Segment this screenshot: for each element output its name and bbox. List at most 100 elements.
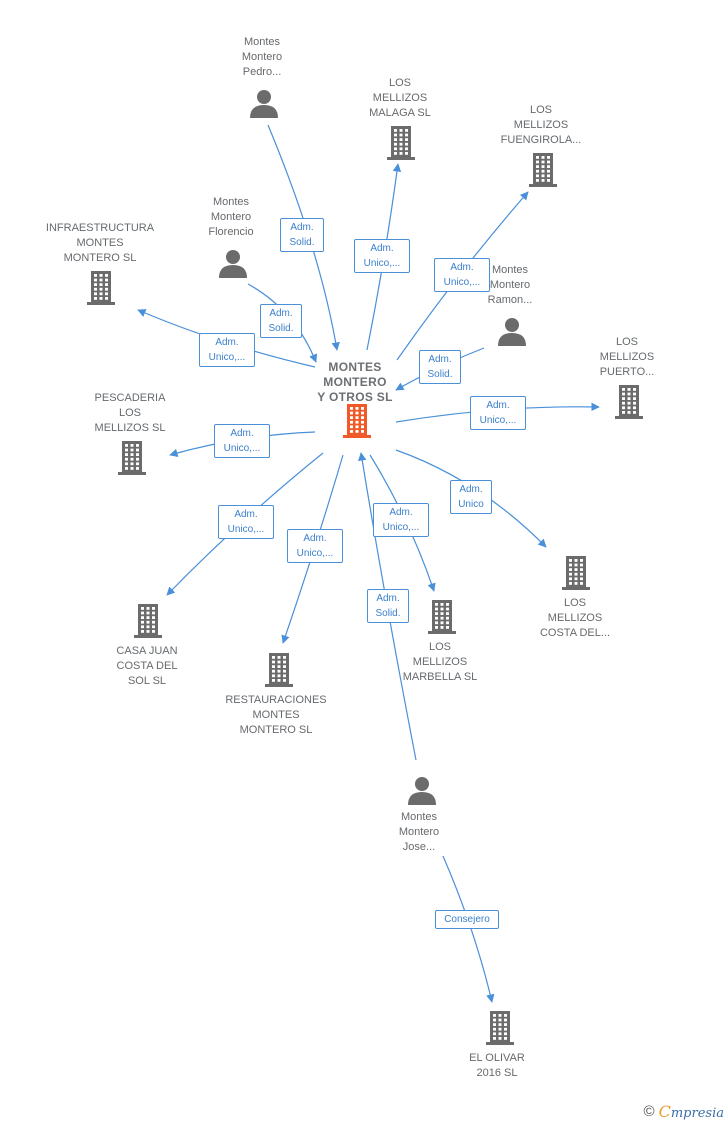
edge-label-line: Unico,... bbox=[227, 524, 265, 535]
copyright-symbol: © bbox=[643, 1103, 655, 1120]
company-label-restauraciones[interactable]: RESTAURACIONES MONTES MONTERO SL bbox=[211, 693, 341, 738]
edge-label-marbella[interactable]: Adm. Unico,... bbox=[373, 503, 429, 537]
edge-label-florencio[interactable]: Adm. Solid. bbox=[260, 304, 302, 338]
edge-label-line: Unico,... bbox=[382, 522, 420, 533]
label-line: RESTAURACIONES bbox=[225, 694, 327, 706]
center-building-icon[interactable] bbox=[343, 404, 371, 443]
edge-label-line: Adm. bbox=[234, 509, 258, 520]
label-line: Montes bbox=[400, 811, 438, 823]
edge-label-line: Solid. bbox=[268, 323, 294, 334]
label-line: Montero bbox=[210, 211, 252, 223]
edge-label-line: Solid. bbox=[289, 237, 315, 248]
edge-label-costadel[interactable]: Adm. Unico bbox=[450, 480, 492, 514]
edge-label-line: Unico,... bbox=[363, 258, 401, 269]
label-line: Jose... bbox=[402, 841, 436, 853]
edge-label-line: Adm. bbox=[486, 400, 510, 411]
label-line: Montes bbox=[243, 36, 281, 48]
label-line: LOS bbox=[563, 597, 586, 609]
edge-label-fuengirola[interactable]: Adm.Unico,... bbox=[434, 258, 490, 292]
label-line: Florencio bbox=[208, 226, 254, 238]
building-icon-puerto[interactable] bbox=[615, 385, 643, 424]
building-icon-malaga[interactable] bbox=[387, 126, 415, 165]
edge-label-ramon[interactable]: Adm.Solid. bbox=[419, 350, 461, 384]
edge-label-casajuan[interactable]: Adm. Unico,... bbox=[218, 505, 274, 539]
edge-label-line: Unico,... bbox=[208, 352, 246, 363]
building-icon-infraestructura[interactable] bbox=[87, 271, 115, 310]
building-icon-olivar[interactable] bbox=[486, 1011, 514, 1050]
edge-label-line: Solid. bbox=[375, 608, 401, 619]
edge-label-pescaderia[interactable]: Adm. Unico,... bbox=[214, 424, 270, 458]
label-line: LOS bbox=[118, 407, 141, 419]
label-line: LOS bbox=[428, 641, 451, 653]
label-line: COSTA DEL... bbox=[539, 627, 611, 639]
label-line: LOS bbox=[615, 336, 638, 348]
label-line: SOL SL bbox=[127, 675, 167, 687]
edge-label-line: Unico,... bbox=[223, 443, 261, 454]
edge-label-line: Adm. bbox=[459, 484, 483, 495]
edge-label-line: Adm. bbox=[389, 507, 413, 518]
edge-label-infra[interactable]: Adm. Unico,... bbox=[199, 333, 255, 367]
label-line: Montero bbox=[489, 279, 531, 291]
edge-label-jose[interactable]: Adm. Solid. bbox=[367, 589, 409, 623]
edge-label-line: Adm. bbox=[370, 243, 394, 254]
person-icon-pedro[interactable] bbox=[249, 88, 279, 123]
label-line: MELLIZOS bbox=[513, 119, 569, 131]
edge-label-line: Adm. bbox=[290, 222, 314, 233]
person-icon-florencio[interactable] bbox=[218, 248, 248, 283]
edge-label-line: Solid. bbox=[427, 369, 453, 380]
edge-label-line: Adm. bbox=[215, 337, 239, 348]
label-line: MELLIZOS bbox=[599, 351, 655, 363]
footer-brand: © Cmpresia bbox=[644, 1102, 724, 1121]
label-line: MONTES bbox=[252, 709, 300, 721]
label-line: MONTES bbox=[328, 360, 382, 374]
label-line: MONTERO SL bbox=[239, 724, 313, 736]
person-icon-jose[interactable] bbox=[407, 775, 437, 810]
building-icon-restauraciones[interactable] bbox=[265, 653, 293, 692]
edge-label-pedro[interactable]: Adm. Solid. bbox=[280, 218, 324, 252]
label-line: CASA JUAN bbox=[116, 645, 178, 657]
edge-label-line: Adm. bbox=[230, 428, 254, 439]
building-icon-costadel[interactable] bbox=[562, 556, 590, 595]
edge-label-line: Adm. bbox=[376, 593, 400, 604]
building-icon-marbella[interactable] bbox=[428, 600, 456, 639]
edge-label-puerto[interactable]: Adm. Unico,... bbox=[470, 396, 526, 430]
building-icon-casajuan[interactable] bbox=[134, 604, 162, 643]
edge-label-olivar[interactable]: Consejero bbox=[435, 909, 499, 929]
company-label-puerto[interactable]: LOS MELLIZOS PUERTO... bbox=[582, 335, 672, 380]
edge-label-restauraciones[interactable]: Adm.Unico,... bbox=[287, 529, 343, 563]
edge-label-line: Unico,... bbox=[296, 548, 334, 559]
label-line: MELLIZOS bbox=[412, 656, 468, 668]
edge-label-line: Unico bbox=[458, 499, 484, 510]
label-line: PESCADERIA bbox=[94, 392, 166, 404]
label-line: MONTES bbox=[76, 237, 124, 249]
label-line: Pedro... bbox=[242, 66, 282, 78]
label-line: MARBELLA SL bbox=[402, 671, 478, 683]
building-icon-fuengirola[interactable] bbox=[529, 153, 557, 192]
edge-label-malaga[interactable]: Adm. Unico,... bbox=[354, 239, 410, 273]
label-line: PUERTO... bbox=[599, 366, 655, 378]
label-line: MALAGA SL bbox=[369, 107, 431, 119]
edge-label-line: Unico,... bbox=[479, 415, 517, 426]
person-icon-ramon[interactable] bbox=[497, 316, 527, 351]
label-line: FUENGIROLA... bbox=[500, 134, 582, 146]
empresia-logo[interactable]: Cmpresia bbox=[658, 1102, 724, 1121]
label-line: MONTERO bbox=[323, 375, 387, 389]
edge-label-line: Adm. bbox=[269, 308, 293, 319]
company-label-marbella[interactable]: LOS MELLIZOS MARBELLA SL bbox=[390, 640, 490, 685]
edge-label-line: Unico,... bbox=[443, 277, 481, 288]
building-icon-pescaderia[interactable] bbox=[118, 441, 146, 480]
label-line: Ramon... bbox=[487, 294, 533, 306]
edge-line-olivar bbox=[442, 855, 495, 1003]
